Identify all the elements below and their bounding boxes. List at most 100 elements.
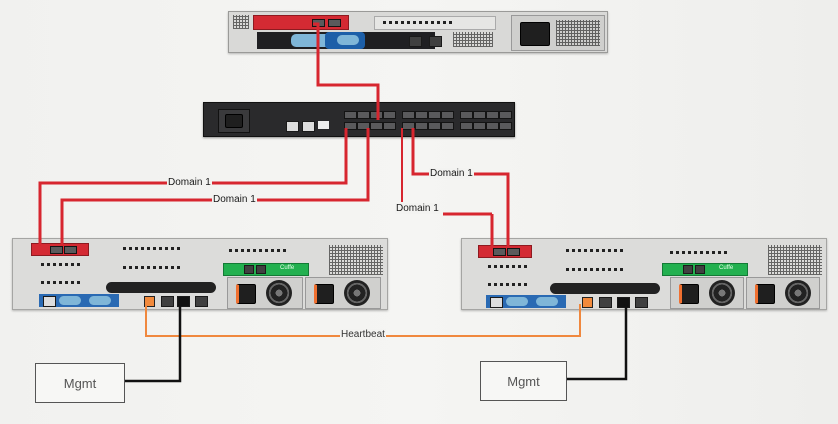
slot-vent (383, 21, 455, 24)
switch-sfp-port (344, 122, 357, 130)
switch-sfp-port (486, 111, 499, 119)
domain-label-left-upper: Domain 1 (167, 177, 212, 188)
switch-power-inlet (218, 109, 250, 133)
nic-card-label: Cuffe (719, 265, 734, 271)
switch-sfp-port (428, 122, 441, 130)
sfp-port (50, 246, 63, 254)
switch-sfp-port-grid (344, 111, 512, 133)
psu-fan-icon (266, 280, 292, 306)
psu-vent (556, 20, 600, 46)
power-inlet-icon (225, 114, 243, 128)
power-inlet-icon (314, 284, 334, 304)
switch-sfp-port (383, 122, 396, 130)
mgmt-link-right (566, 304, 628, 381)
switch-sfp-port (441, 111, 454, 119)
pcie-slot-vent (123, 266, 183, 269)
switch-sfp-port (473, 111, 486, 119)
pcie-slot-vent (566, 249, 626, 252)
switch-sfp-port (383, 111, 396, 119)
left-server: Cuffe (12, 238, 388, 310)
left-server-psu-2 (305, 277, 381, 309)
power-inlet-icon (755, 284, 775, 304)
heartbeat-port (582, 297, 593, 308)
sfp-port (328, 19, 341, 27)
sfp-port (312, 19, 325, 27)
ethernet-port (409, 36, 422, 47)
ethernet-port (635, 297, 648, 308)
left-server-green-nic-card: Cuffe (223, 263, 309, 276)
switch-sfp-port (460, 122, 473, 130)
top-server-vent-left (233, 15, 249, 29)
pcie-slot-vent (488, 265, 528, 268)
right-server-psu-2 (746, 277, 820, 309)
power-inlet-icon (520, 22, 550, 46)
ethernet-port (244, 265, 254, 274)
ethernet-port (695, 265, 705, 274)
switch-usb-port (318, 121, 329, 129)
vga-port (506, 297, 528, 306)
switch-sfp-port (370, 111, 383, 119)
mgmt-link-left (124, 304, 182, 383)
top-server (228, 11, 608, 53)
pcie-slot-vent (488, 283, 528, 286)
left-server-vent (329, 245, 383, 275)
right-server: Cuffe (461, 238, 827, 310)
switch-sfp-port (402, 122, 415, 130)
switch-sfp-port (428, 111, 441, 119)
top-server-red-nic-card (253, 15, 349, 30)
sfp-port (64, 246, 77, 254)
top-server-psu (511, 15, 605, 51)
switch-sfp-port (415, 122, 428, 130)
ethernet-port (256, 265, 266, 274)
switch-sfp-port (486, 122, 499, 130)
top-server-io-vent (453, 32, 493, 47)
switch-mgmt-port (286, 121, 299, 132)
switch-sfp-port (415, 111, 428, 119)
domain-link-right-upper (411, 128, 510, 246)
sfp-port (493, 248, 506, 256)
psu-fan-icon (344, 280, 370, 306)
domain-label-right-lower: Domain 1 (395, 203, 440, 214)
right-server-psu-1 (670, 277, 744, 309)
idrac-port (490, 297, 503, 308)
mgmt-port (177, 296, 190, 307)
left-server-red-nic-card (31, 243, 89, 256)
sfp-port (507, 248, 520, 256)
network-switch (203, 102, 515, 137)
top-server-pcie-slot (374, 16, 496, 30)
pcie-slot-vent (670, 251, 730, 254)
mgmt-port (617, 297, 630, 308)
vga-port (59, 296, 81, 305)
power-inlet-icon (679, 284, 699, 304)
mgmt-box-left: Mgmt (35, 363, 125, 403)
domain-link-left-lower (60, 128, 370, 246)
domain-label-right-upper: Domain 1 (429, 168, 474, 179)
right-server-riser-bar (550, 283, 660, 294)
mgmt-box-right: Mgmt (480, 361, 567, 401)
switch-sfp-port (370, 122, 383, 130)
pcie-slot-vent (41, 281, 81, 284)
switch-console-port (302, 121, 315, 132)
vga-port (536, 297, 558, 306)
nic-card-label: Cuffe (280, 265, 295, 271)
ethernet-port (683, 265, 693, 274)
switch-sfp-port (402, 111, 415, 119)
pcie-slot-vent (123, 247, 183, 250)
ethernet-port (599, 297, 612, 308)
switch-sfp-port (357, 111, 370, 119)
ethernet-port (429, 36, 442, 47)
left-server-riser-bar (106, 282, 216, 293)
heartbeat-port (144, 296, 155, 307)
pcie-slot-vent (566, 268, 626, 271)
psu-fan-icon (785, 280, 811, 306)
ethernet-port (161, 296, 174, 307)
heartbeat-label: Heartbeat (340, 329, 386, 340)
switch-sfp-port (460, 111, 473, 119)
vga-port (337, 35, 359, 45)
pcie-slot-vent (229, 249, 289, 252)
power-inlet-icon (236, 284, 256, 304)
right-server-vent (768, 245, 822, 275)
idrac-port (43, 296, 56, 307)
right-server-red-nic-card (478, 245, 532, 258)
switch-sfp-port (441, 122, 454, 130)
